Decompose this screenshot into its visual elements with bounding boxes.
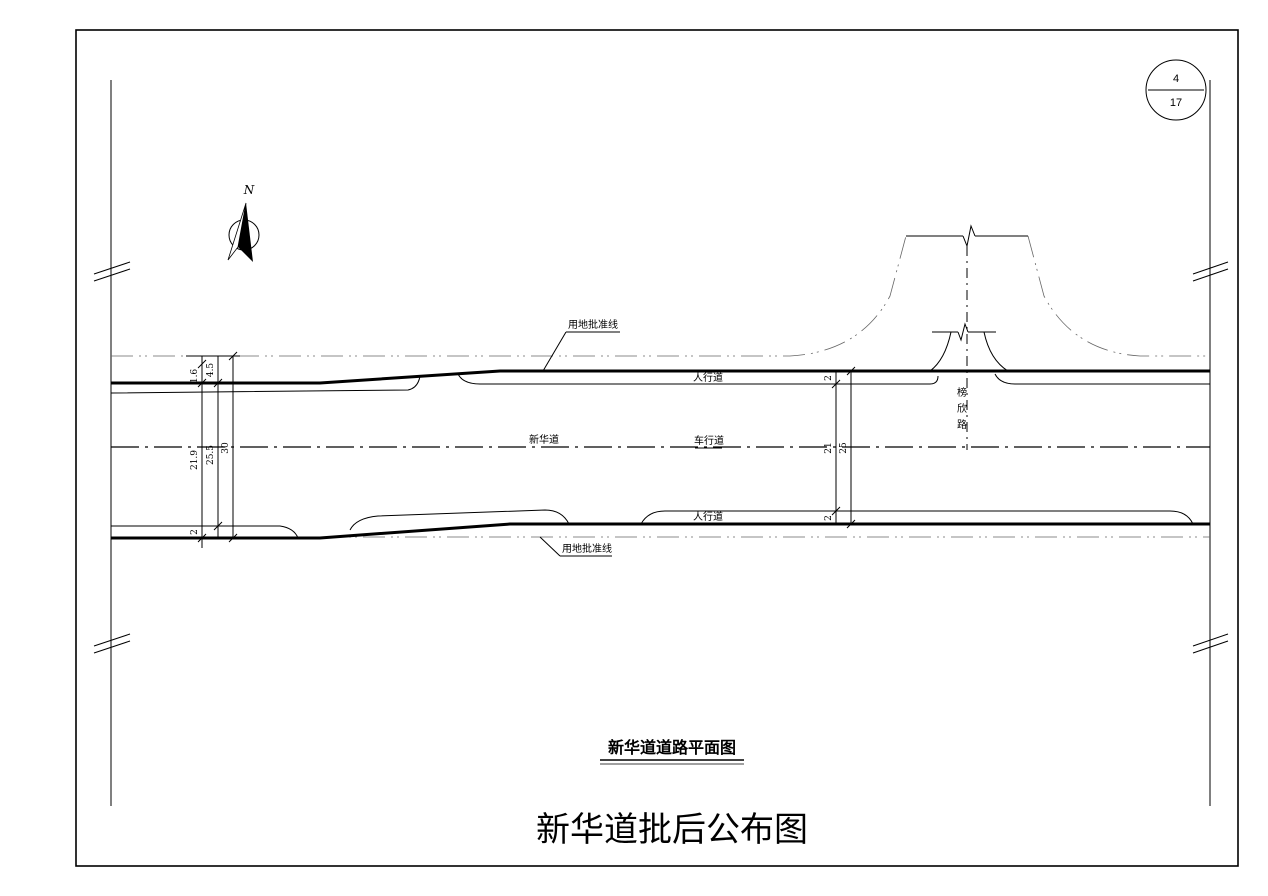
leaders	[539, 331, 722, 557]
dim-left-mid-b: 25.5	[206, 445, 216, 465]
cross-road-label-3: 路	[957, 418, 967, 431]
sidewalk-top-edge-right	[994, 373, 1210, 385]
curb-top	[111, 369, 1210, 385]
carriageway-label: 车行道	[694, 434, 724, 447]
dim-left-mid-c: 30	[221, 442, 231, 454]
dim-right-top: 2	[824, 375, 834, 381]
dim-left-top-b: 4.5	[206, 363, 216, 378]
sheet-border	[75, 29, 1239, 867]
sidewalk-bottom-label: 人行道	[693, 510, 723, 523]
dim-left-top-a: 1.6	[190, 369, 200, 384]
right-dimension-lines	[826, 366, 860, 529]
break-marks	[93, 261, 1229, 654]
cross-road-boundary	[906, 224, 1028, 372]
dim-left-mid-a: 21.9	[190, 450, 200, 470]
edge-top-left	[110, 375, 421, 394]
dim-right-mid-a: 21	[824, 442, 834, 453]
north-label: N	[243, 183, 255, 197]
sheet-number: 4	[1173, 73, 1179, 85]
sheet-total: 17	[1170, 97, 1182, 109]
cross-road-label-1: 榜	[957, 386, 967, 399]
dim-right-bottom: 2	[824, 515, 834, 521]
plan-title: 新华道道路平面图	[608, 738, 736, 757]
north-arrow-icon: N	[227, 183, 260, 262]
dim-left-bottom: 2	[190, 529, 200, 535]
left-dimension-lines	[186, 351, 240, 548]
sheet-number-badge: 4 17	[1145, 59, 1207, 121]
sidewalk-top-label: 人行道	[693, 371, 723, 384]
land-line-top-label: 用地批准线	[568, 318, 618, 331]
land-line-top-right	[1027, 235, 1210, 357]
main-title: 新华道批后公布图	[536, 810, 808, 850]
sidewalk-bottom-edge	[640, 510, 1194, 525]
edge-bottom-left	[111, 525, 299, 539]
cross-road-label-2: 欣	[957, 402, 967, 415]
sidewalk-top-edge	[457, 373, 939, 385]
land-line-top	[111, 235, 907, 357]
dim-right-mid-b: 25	[839, 442, 849, 454]
land-line-bottom-label: 用地批准线	[562, 542, 612, 555]
road-name-label: 新华道	[529, 433, 559, 446]
edge-bottom-mid	[349, 509, 570, 531]
